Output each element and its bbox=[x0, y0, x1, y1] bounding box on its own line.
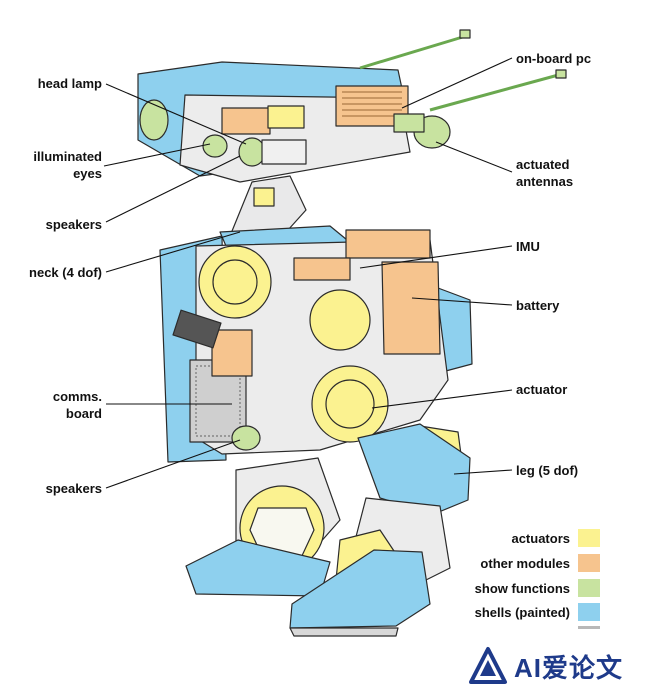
legend-label-show-functions: show functions bbox=[474, 580, 570, 596]
label-actuated-antennas-line2: antennas bbox=[516, 174, 574, 189]
top-module bbox=[293, 257, 351, 281]
head-module-right bbox=[267, 105, 305, 129]
head-lamp bbox=[139, 99, 169, 141]
left-eye bbox=[202, 134, 228, 158]
hip-actuator-main bbox=[311, 365, 389, 443]
label-neck: neck (4 dof) bbox=[29, 265, 102, 280]
label-leg: leg (5 dof) bbox=[516, 463, 579, 478]
eye-bracket bbox=[261, 139, 307, 165]
legend-label-actuators: actuators bbox=[511, 530, 570, 546]
neck-actuator bbox=[198, 245, 272, 319]
legend-label-other-modules: other modules bbox=[480, 555, 570, 571]
legend-show-functions: show functions bbox=[475, 579, 600, 597]
label-comms-board: comms. board bbox=[20, 388, 102, 422]
hip-actuator-top bbox=[309, 289, 371, 351]
legend-divider bbox=[578, 626, 600, 629]
label-imu: IMU bbox=[516, 239, 540, 254]
legend-swatch-actuators bbox=[578, 529, 600, 547]
head-module-left bbox=[221, 107, 271, 135]
label-battery: battery bbox=[516, 298, 560, 313]
label-speakers-top: speakers bbox=[45, 217, 102, 232]
legend-swatch-show-functions bbox=[578, 579, 600, 597]
leg-shell bbox=[357, 423, 471, 515]
label-speakers-bottom: speakers bbox=[45, 481, 102, 496]
legend-other-modules: other modules bbox=[480, 554, 600, 572]
left-foot-shell bbox=[185, 539, 331, 597]
triangle-logo-icon bbox=[469, 647, 507, 684]
label-actuated-antennas: actuated antennas bbox=[516, 156, 573, 190]
label-illuminated-eyes-line2: eyes bbox=[73, 166, 102, 181]
antenna-1 bbox=[359, 34, 467, 70]
battery-module bbox=[381, 261, 441, 355]
label-illuminated-eyes: illuminated eyes bbox=[20, 148, 102, 182]
legend-label-shells: shells (painted) bbox=[474, 604, 570, 620]
legend-shells: shells (painted) bbox=[475, 603, 600, 621]
legend-swatch-other-modules bbox=[578, 554, 600, 572]
label-comms-board-line1: comms. bbox=[52, 389, 102, 404]
brand-text: AI爱论文 bbox=[514, 652, 624, 683]
brand-watermark: AI爱论文 bbox=[468, 646, 623, 686]
label-actuator: actuator bbox=[516, 382, 568, 397]
antenna-2 bbox=[429, 72, 563, 112]
label-actuated-antennas-line1: actuated bbox=[516, 157, 570, 172]
label-comms-board-line2: board bbox=[65, 406, 102, 421]
label-onboard-pc: on-board pc bbox=[516, 51, 592, 66]
label-head-lamp: head lamp bbox=[37, 76, 102, 91]
lower-speaker bbox=[231, 425, 261, 451]
legend-actuators: actuators bbox=[511, 529, 600, 547]
label-illuminated-eyes-line1: illuminated bbox=[33, 149, 102, 164]
imu-module bbox=[345, 229, 431, 259]
legend-swatch-shells bbox=[578, 603, 600, 621]
side-module bbox=[211, 329, 253, 377]
